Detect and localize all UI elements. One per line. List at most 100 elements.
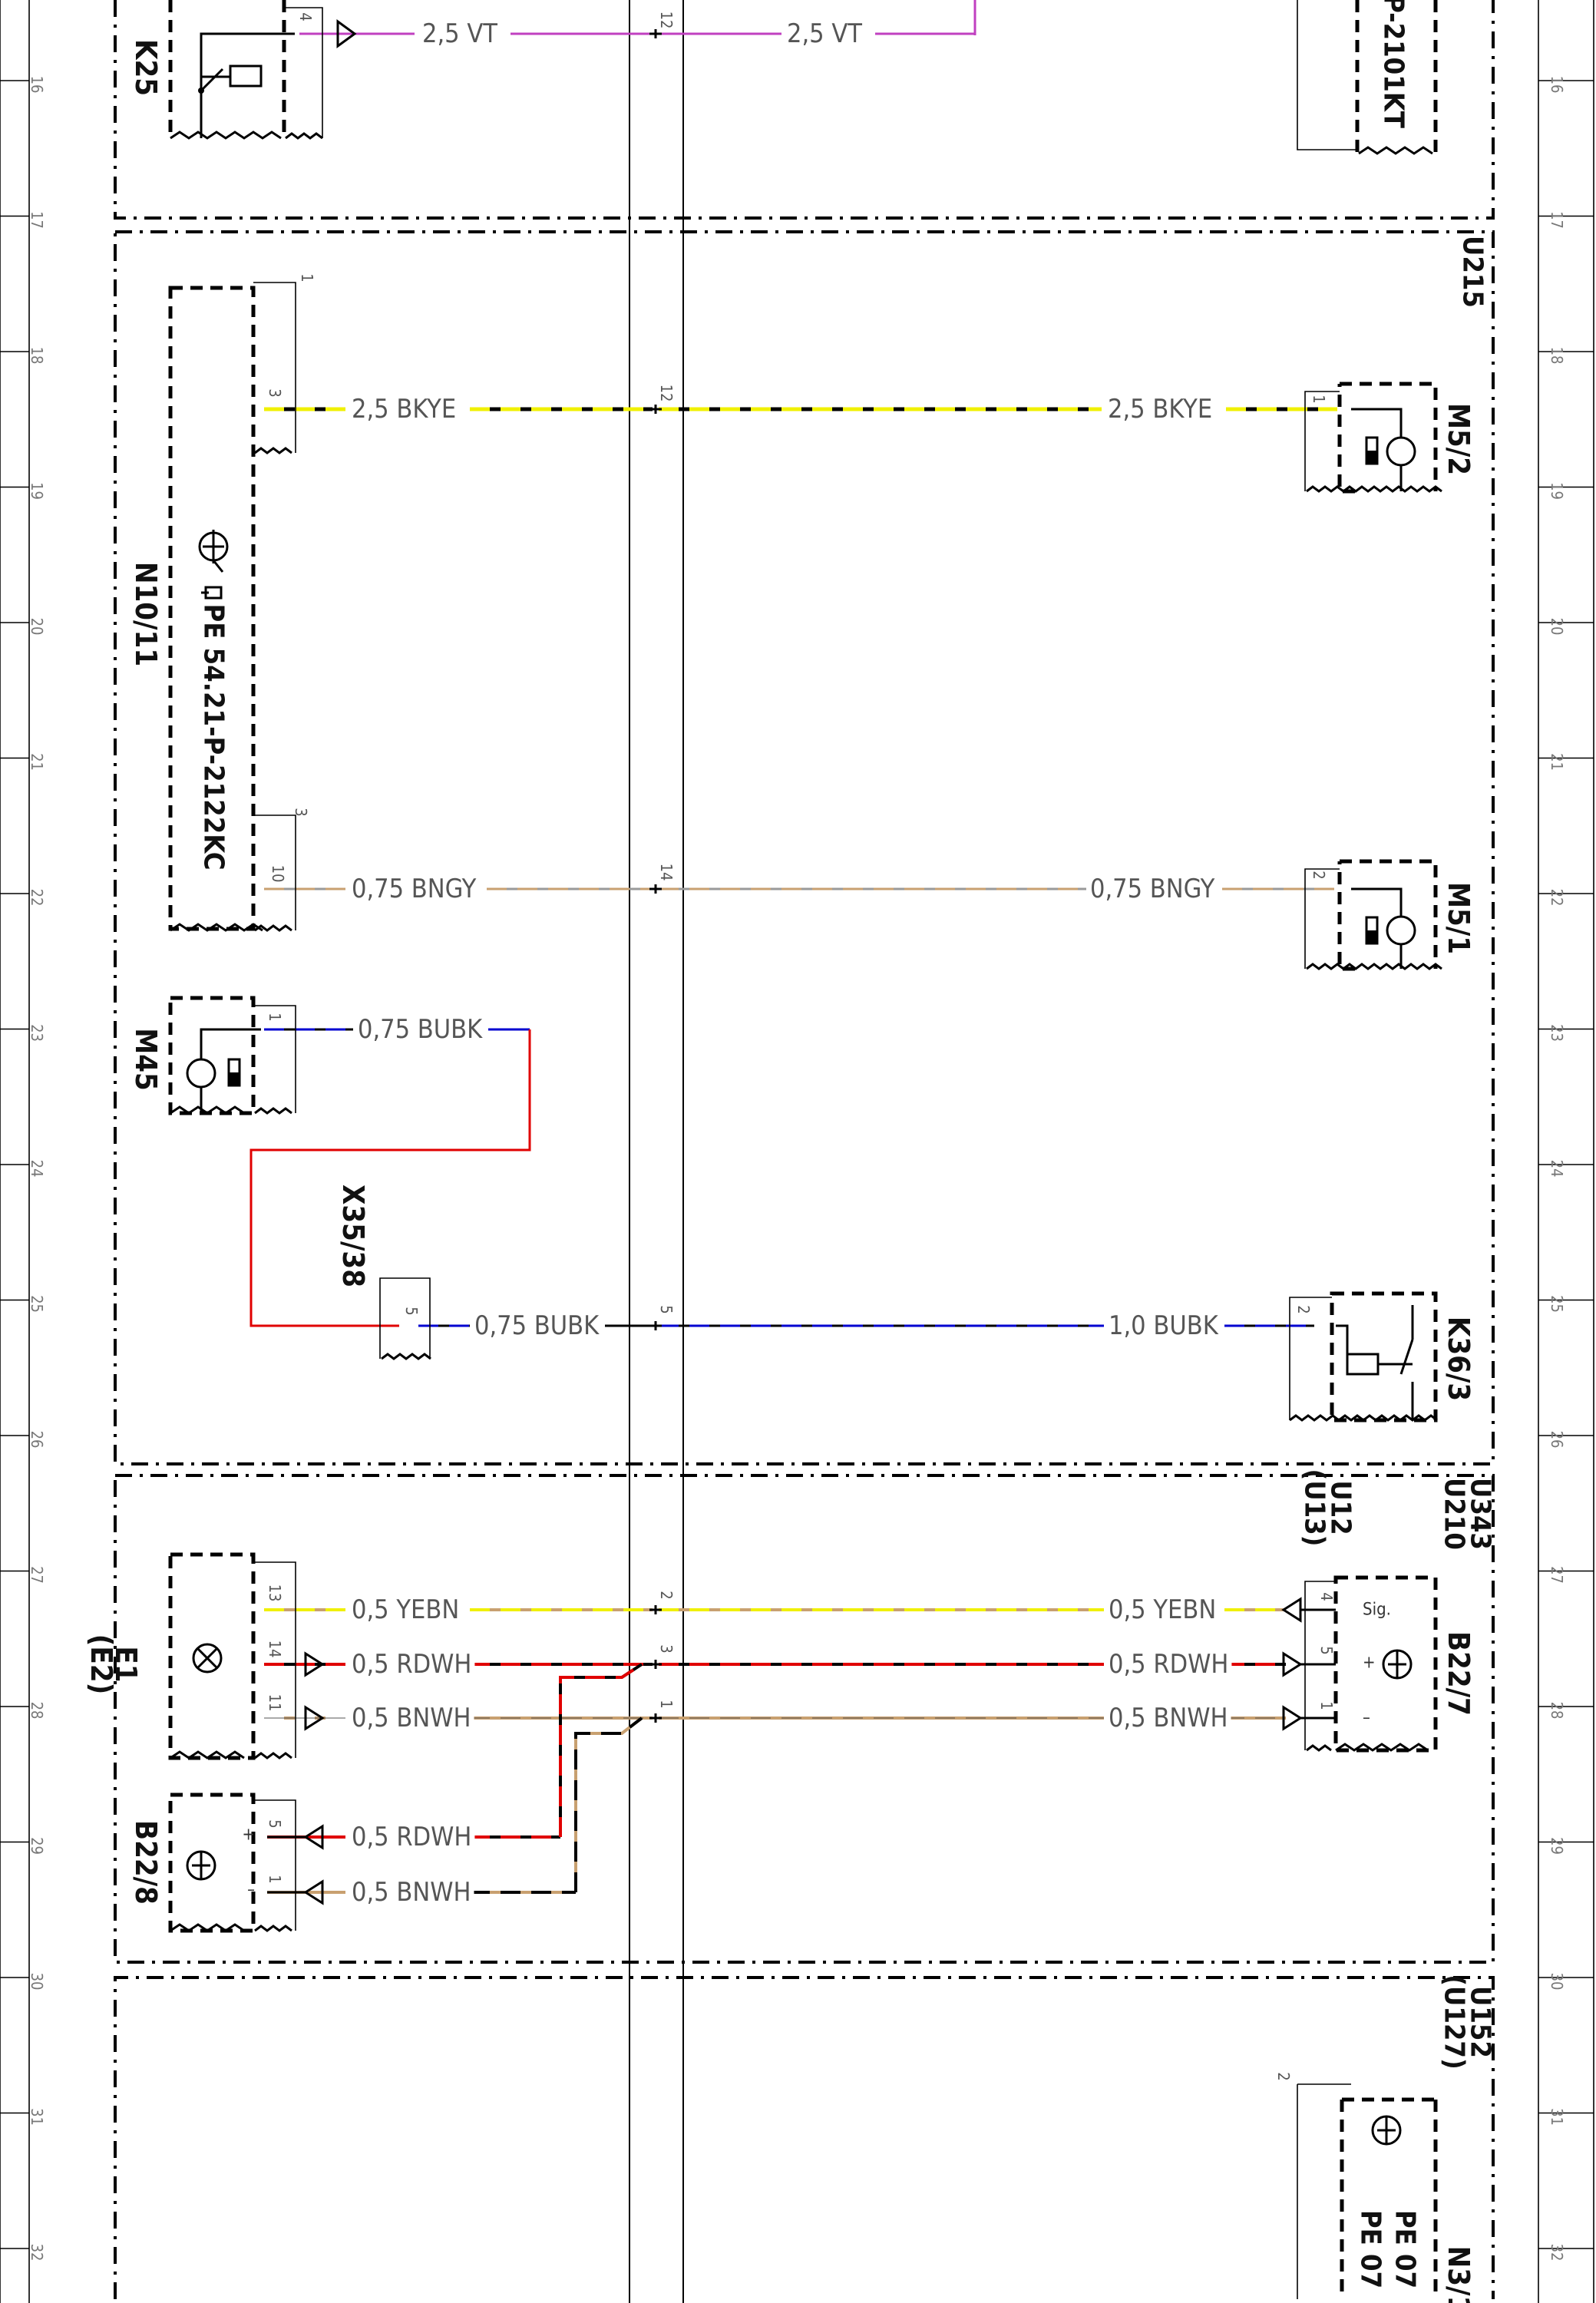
row-number-left-27: 27 <box>28 1566 46 1584</box>
pin-b228-1-text: 1 <box>266 1875 284 1883</box>
code-p-2101kt-text: P-2101KT <box>1378 0 1409 128</box>
row-number-left-32: 32 <box>28 2244 46 2262</box>
row-number-left-19: 19 <box>28 482 46 500</box>
row-number-right-18-text: 18 <box>1548 347 1566 365</box>
row-number-right-28-text: 28 <box>1548 1702 1566 1720</box>
pin-m52-text: 1 <box>1310 395 1328 403</box>
component-k25-text: K25 <box>129 39 163 96</box>
row-number-left-28-text: 28 <box>28 1702 46 1720</box>
row-number-right-30: 30 <box>1548 1973 1566 1991</box>
row-number-right-20-text: 20 <box>1548 618 1566 636</box>
row-number-left-29-text: 29 <box>28 1837 46 1855</box>
pin-sep-bubk-text: 5 <box>657 1305 676 1313</box>
row-number-right-29-text: 29 <box>1548 1837 1566 1855</box>
pin-e1-11: 11 <box>266 1694 284 1712</box>
pin-n10-3b: 3 <box>292 808 310 816</box>
wire-label-bkye-right-text: 2,5 BKYE <box>1108 394 1212 425</box>
pin-sep-1: 1 <box>657 1700 676 1708</box>
control-unit-top-right <box>1297 0 1438 155</box>
wire-label-vt-right-text: 2,5 VT <box>787 18 862 49</box>
connector-x35-38 <box>379 1277 431 1360</box>
wire-label-bnwh-b228-text: 0,5 BNWH <box>352 1877 471 1908</box>
wire-label-bnwh-right-text: 0,5 BNWH <box>1109 1703 1228 1733</box>
pin-e1-14: 14 <box>266 1641 284 1658</box>
code-pe-n3-a: PE 07 <box>1389 2210 1421 2288</box>
pin-e1-11-text: 11 <box>266 1694 284 1712</box>
row-number-left-22: 22 <box>28 889 46 907</box>
signal-sig-b227: Sig. <box>1363 1601 1391 1620</box>
row-number-right-24-text: 24 <box>1548 1160 1566 1178</box>
row-number-left-19-text: 19 <box>28 482 46 500</box>
row-number-left-26-text: 26 <box>28 1431 46 1449</box>
wire-label-vt-right: 2,5 VT <box>784 17 866 51</box>
row-number-right-30-text: 30 <box>1548 1973 1566 1991</box>
code-p-2101kt: P-2101KT <box>1378 0 1409 128</box>
pin-b227-4-text: 4 <box>1317 1592 1336 1601</box>
row-number-right-29: 29 <box>1548 1837 1566 1855</box>
row-number-left-31-text: 31 <box>28 2108 46 2126</box>
relay-k25 <box>168 0 357 140</box>
component-b22-7: B22/7 <box>1442 1631 1475 1716</box>
pin-x35-text: 5 <box>402 1307 421 1315</box>
component-n10-11: N10/11 <box>129 562 163 666</box>
row-number-left-26: 26 <box>28 1431 46 1449</box>
code-pe-n10: PE 54.21-P-2122KC <box>198 604 230 871</box>
row-number-right-21-text: 21 <box>1548 753 1566 771</box>
row-number-left-17: 17 <box>28 211 46 229</box>
code-u210: U210 <box>1439 1478 1470 1550</box>
code-u215-text: U215 <box>1457 236 1489 308</box>
pin-b227-5-text: 5 <box>1317 1646 1336 1654</box>
component-n3-text: N3/1 <box>1442 2246 1475 2303</box>
pin-sep-2: 2 <box>657 1591 676 1599</box>
pin-b228-1: 1 <box>266 1875 284 1883</box>
module-n3 <box>1340 2097 1438 2299</box>
component-x35-38-text: X35/38 <box>336 1185 370 1287</box>
component-n10-11-text: N10/11 <box>129 562 163 666</box>
signal-plus-b228-text: + <box>242 1826 255 1845</box>
row-number-left-31: 31 <box>28 2108 46 2126</box>
component-m45-text: M45 <box>129 1028 163 1091</box>
component-e1: E1 <box>109 1646 143 1682</box>
signal-plus-b228: + <box>242 1826 255 1845</box>
code-u12-text: U12 <box>1325 1480 1356 1535</box>
component-k36-3-text: K36/3 <box>1442 1317 1475 1401</box>
row-number-left-16: 16 <box>28 76 46 94</box>
wire-rdwh-b228 <box>267 1663 643 1839</box>
row-number-left-18: 18 <box>28 347 46 365</box>
wire-label-bkye-left: 2,5 BKYE <box>349 392 460 426</box>
motor-m5-1 <box>1304 859 1442 971</box>
wire-label-yebn-right-text: 0,5 YEBN <box>1109 1594 1216 1625</box>
pin-b228-5: 5 <box>266 1819 284 1828</box>
row-number-left-25-text: 25 <box>28 1295 46 1313</box>
pin-b227-1-text: 1 <box>1317 1701 1336 1710</box>
signal-minus-b228: – <box>247 1881 255 1900</box>
pin-m45: 1 <box>266 1013 284 1021</box>
component-m45: M45 <box>129 1028 163 1091</box>
component-e2: (E2) <box>84 1634 118 1694</box>
code-pe-n3-b-text: PE 07 <box>1355 2210 1386 2288</box>
row-number-right-26-text: 26 <box>1548 1431 1566 1449</box>
signal-minus-b228-text: – <box>247 1881 255 1900</box>
code-u13-text: (U13) <box>1299 1469 1330 1547</box>
wire-label-bubk-x35: 0,75 BUBK <box>471 1309 603 1343</box>
relay-k36-3 <box>1289 1291 1438 1422</box>
wire-label-rdwh-left: 0,5 RDWH <box>349 1647 475 1681</box>
pin-b228-5-text: 5 <box>266 1819 284 1828</box>
pin-sep-bngy: 14 <box>657 864 676 881</box>
pin-n10-10-text: 10 <box>269 865 287 883</box>
code-u12: U12 <box>1325 1480 1356 1535</box>
pin-e1-13: 13 <box>266 1584 284 1602</box>
separation-connectors <box>649 29 662 1723</box>
component-x35-38: X35/38 <box>336 1185 370 1287</box>
wire-vt <box>299 0 976 35</box>
row-number-right-23: 23 <box>1548 1024 1566 1042</box>
row-number-left-24: 24 <box>28 1160 46 1178</box>
pin-sep-2-text: 2 <box>657 1591 676 1599</box>
component-e2-text: (E2) <box>84 1634 118 1694</box>
pin-e1-14-text: 14 <box>266 1641 284 1658</box>
wire-label-rdwh-b228-text: 0,5 RDWH <box>352 1822 471 1852</box>
signal-plus-b227: + <box>1363 1654 1376 1673</box>
wire-label-bngy-right-text: 0,75 BNGY <box>1090 874 1215 904</box>
